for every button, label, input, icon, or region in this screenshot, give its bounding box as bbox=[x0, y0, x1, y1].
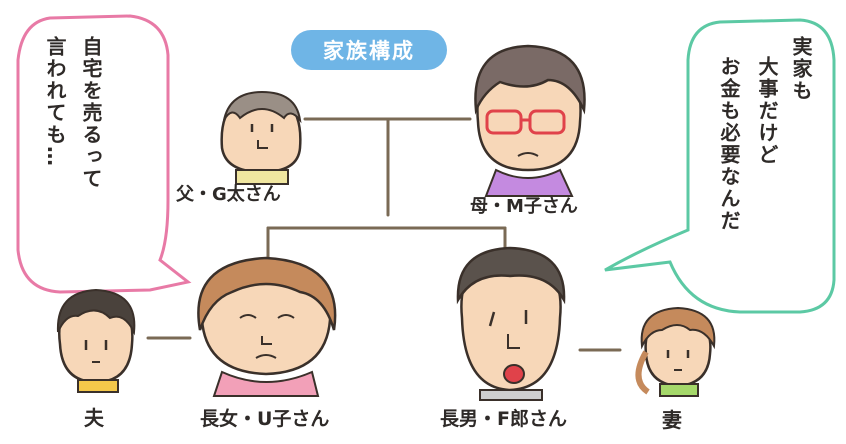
wife-figure bbox=[635, 306, 716, 397]
left-bubble-line-1: 自宅を売るって bbox=[79, 36, 103, 190]
husband-figure bbox=[56, 288, 136, 393]
right-speech-bubble bbox=[604, 18, 836, 314]
mother-label: 母・M子さん bbox=[470, 196, 578, 217]
daughter-figure bbox=[197, 256, 337, 397]
left-bubble-line-2: 言われても… bbox=[43, 36, 67, 168]
daughter-label: 長女・U子さん bbox=[200, 408, 330, 430]
mother-figure bbox=[474, 44, 586, 197]
son-label: 長男・F郎さん bbox=[440, 408, 567, 430]
father-label: 父・G太さん bbox=[176, 184, 281, 205]
right-bubble-line-1: 実家も bbox=[789, 36, 813, 102]
diagram-title: 家族構成 bbox=[291, 30, 447, 70]
left-speech-bubble bbox=[16, 14, 192, 294]
son-figure bbox=[456, 246, 566, 401]
husband-label: 夫 bbox=[84, 406, 104, 430]
tree-lines bbox=[146, 117, 622, 352]
wife-label: 妻 bbox=[662, 408, 682, 432]
father-figure bbox=[220, 90, 302, 185]
right-bubble-line-3: お金も必要なんだ bbox=[717, 56, 741, 232]
right-bubble-line-2: 大事だけど bbox=[755, 56, 779, 166]
